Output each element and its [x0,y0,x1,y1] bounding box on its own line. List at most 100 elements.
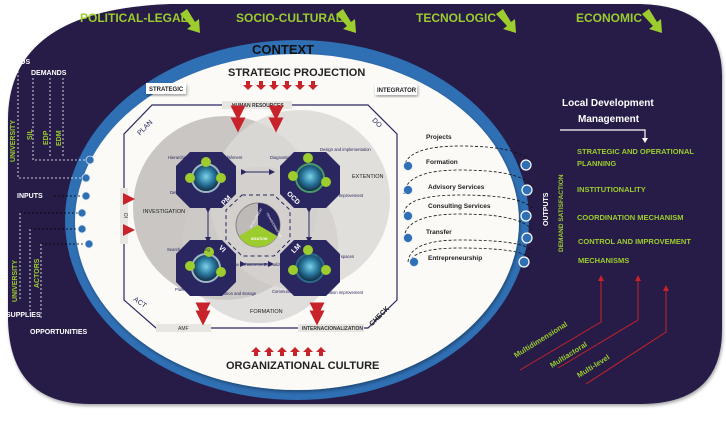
process-item: Formalization [264,262,290,267]
process-item: Communication channels [272,289,319,294]
inputs-label: INPUTS [17,193,43,200]
process-item: Evaluation Improvement [318,193,364,198]
center-wheel: DEVELOPMENT TRANSFORMATION IDEATION [235,202,283,248]
strategic-tag: STRATEGIC [149,87,184,93]
up-arrow-icon [290,347,300,356]
down-arrow-icon [256,81,266,90]
process-item: Search and processing [167,247,211,252]
gear-icon [295,163,325,193]
process-item: Co-creation spaces [318,254,354,259]
service-item: Transfer [426,229,452,236]
service-item: Formation [426,159,458,166]
up-arrow-icon [303,347,313,356]
ldm-item: INSTITUTIONALITY [577,185,646,194]
service-item: Consulting Services [428,203,491,210]
human-resources-bar [222,101,292,109]
service-dot [403,161,413,171]
organizational-culture-label: ORGANIZATIONAL CULTURE [226,360,379,372]
amf-label: AMF [178,326,189,332]
ldm-item: COORDINATION MECHANISM [577,213,684,222]
demand-satisfaction-label: DEMAND SATISFACTION [558,174,565,252]
ideation-label: IDEATION [251,237,268,241]
integrator-tag-bg [375,84,417,95]
down-arrow-icon [308,81,318,90]
service-dot [403,211,413,221]
process-item: Planning [175,287,192,292]
arrow-down-right-icon [336,9,356,33]
io-bar [120,188,128,244]
process-ocd: OCD Diagnostic Design and implementation… [270,147,371,208]
ldm-item: MECHANISMS [578,256,629,265]
ldm-item: STRATEGIC AND OPERATIONAL [577,147,694,156]
output-dot [521,232,533,244]
investigation-label: INVESTIGATION [143,209,185,215]
dimension-line [557,275,641,369]
internacionalization-label: INTERNACIONALIZATION [302,326,363,332]
left-panel: NEEDS DEMANDS UNIVERSITY SIL EDP EDM INP… [6,59,88,336]
input-dot [84,239,94,249]
amf-bar [156,324,211,332]
io-label: IO [124,213,130,218]
up-arrow-icon [277,347,287,356]
down-arrow-icon [295,81,305,90]
down-arrow-icon [269,81,279,90]
arrow-down-right-icon [642,9,662,33]
node-dot [303,245,313,255]
service-item: Projects [426,134,452,141]
up-arrow-icon [264,347,274,356]
process-code: VI [217,244,227,254]
node-dot [303,153,313,163]
integrator-tag: INTEGRATOR [377,88,417,94]
node-dot [201,157,211,167]
input-dots [77,155,95,249]
factor-tecnologic: TECNOLOGIC [416,11,496,25]
node-dot [288,265,298,275]
dimension-line [519,275,604,371]
university-bottom-label: UNIVERSITY [12,260,19,302]
edp-label: EDP [43,130,50,145]
internacionalization-bar [298,324,364,332]
node-dot [185,173,195,183]
context-label: CONTEXT [252,42,314,57]
strategic-projection-label: STRATEGIC PROJECTION [228,67,365,79]
service-dot [409,257,419,267]
output-dot [518,256,530,268]
supplies-label: SUPPLIES [6,312,41,319]
node-dot [321,265,331,275]
ldm-item: CONTROL AND IMPROVEMENT [578,237,691,246]
service-dot [403,185,413,195]
services-list: Projects Formation Advisory Services Con… [403,134,550,268]
formation-label: FORMATION [250,309,283,315]
center-dashed-octagon [225,194,291,257]
factor-economic: ECONOMIC [576,11,642,25]
transformation-segment [258,203,280,236]
extention-label: EXTENTION [352,174,384,180]
outputs-vertical-label: OUTPUTS [543,192,550,226]
environment-factors: POLITICAL-LEGAL SOCIO-CULTURAL TECNOLOGI… [80,9,662,33]
process-item: Hierarchization [168,155,197,160]
organizational-culture-arrows [251,347,326,356]
up-arrow-icon [251,347,261,356]
down-arrow-icon [282,81,292,90]
university-top-label: UNIVERSITY [10,120,17,162]
node-dot [216,173,226,183]
up-arrow-icon [316,347,326,356]
demands-label: DEMANDS [31,70,67,77]
strategic-projection-arrows [243,81,318,90]
output-dot [520,159,532,171]
process-item: Distribution and storage [212,291,257,296]
sil-label: SIL [27,128,34,140]
factor-socio-cultural: SOCIO-CULTURAL [236,11,343,25]
input-dot [77,224,87,234]
needs-label: NEEDS [6,59,30,66]
service-item: Entrepreneurship [428,255,482,262]
process-item: Value enhancement [229,262,267,267]
input-dot [77,208,87,218]
arrow-down-right-icon [496,9,516,33]
input-dot [81,173,91,183]
opportunities-label: OPPORTUNITIES [30,329,88,336]
node-dot [321,177,331,187]
gear-icon [191,163,221,193]
arrow-down-icon [560,129,646,140]
